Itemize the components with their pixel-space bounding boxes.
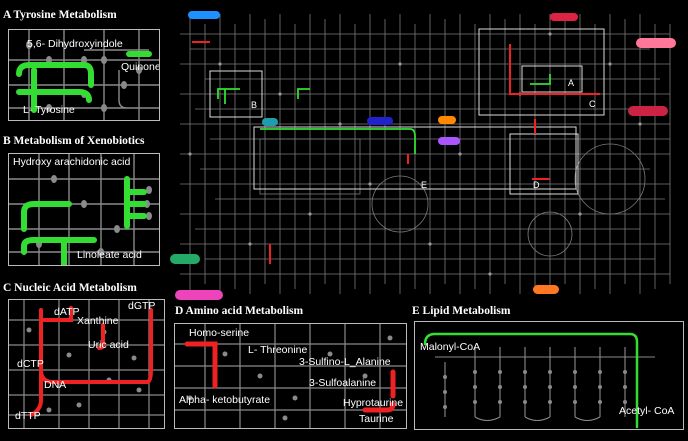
- label-l-tyrosine: L- Tyrosine: [23, 104, 75, 116]
- map-region-d-box: [509, 133, 579, 195]
- metabolic-map-overview: B A C E D: [170, 4, 684, 300]
- panel-a-title: A Tyrosine Metabolism: [3, 9, 117, 21]
- label-datp: dATP: [54, 306, 80, 318]
- map-label-teal: [262, 118, 278, 126]
- panel-a-box: 5,6- Dihydroxyindole Quinone L- Tyrosine: [8, 29, 160, 121]
- label-dctp: dCTP: [17, 358, 44, 370]
- label-hyprotaurine: Hyprotaurine: [343, 397, 404, 409]
- map-label-orange: [438, 116, 456, 124]
- panel-e-title: E Lipid Metabolism: [412, 305, 511, 317]
- label-xanthine: Xanthine: [77, 315, 119, 327]
- map-region-e-box: [253, 126, 577, 190]
- label-hydroxy-arachidonic-acid: Hydroxy arachidonic acid: [13, 156, 131, 168]
- panel-c-box: dATP dGTP Xanthine Uric acid dCTP DNA dT…: [8, 299, 165, 429]
- map-region-b-label: B: [251, 100, 258, 110]
- map-label-blue-top: [188, 11, 220, 19]
- label-acetyl-coa: Acetyl- CoA: [619, 405, 675, 417]
- label-linoleate-acid: Linoleate acid: [77, 249, 142, 261]
- panel-b-title: B Metabolism of Xenobiotics: [3, 135, 145, 147]
- panel-e-diagram: [423, 332, 655, 429]
- panel-d-box: Homo-serine L- Threonine 3-Sulfino-L_Ala…: [174, 323, 407, 429]
- map-region-e-label: E: [421, 180, 428, 190]
- label-3-sulfino-l-alanine: 3-Sulfino-L_Alanine: [299, 356, 391, 368]
- label-dgtp: dGTP: [128, 300, 156, 312]
- panel-c-title: C Nucleic Acid Metabolism: [3, 282, 137, 294]
- label-l-threonine: L- Threonine: [248, 344, 308, 356]
- label-taurine: Taurine: [359, 413, 394, 425]
- map-label-red-top: [550, 13, 578, 21]
- map-label-crimson-right: [628, 106, 668, 116]
- label-dna: DNA: [44, 379, 67, 391]
- map-label-purple: [438, 137, 460, 145]
- map-region-b-box: [209, 70, 263, 118]
- label-quinone: Quinone: [121, 61, 160, 73]
- panel-c-diagram: [9, 300, 164, 428]
- panel-d-title: D Amino acid Metabolism: [175, 305, 304, 317]
- map-label-pink-right: [636, 38, 676, 48]
- panel-b-diagram: [9, 154, 159, 265]
- map-region-a-box: [521, 65, 583, 93]
- label-alpha-ketobutyrate: Alpha- ketobutyrate: [179, 394, 271, 406]
- label-homo-serine: Homo-serine: [189, 327, 250, 339]
- label-3-sulfoalanine: 3-Sulfoalanine: [309, 377, 377, 389]
- panel-b-box: Hydroxy arachidonic acid Linoleate acid: [8, 153, 160, 266]
- panel-a-diagram: [9, 30, 159, 120]
- label-dihydroxyindole: 5,6- Dihydroxyindole: [27, 38, 123, 50]
- label-uric-acid: Uric acid: [88, 339, 129, 351]
- map-label-orange-bottom: [533, 285, 559, 294]
- panel-d-diagram: [175, 324, 406, 428]
- map-label-magenta-bottom: [175, 290, 223, 300]
- map-label-navy: [367, 117, 393, 125]
- metabolic-map-diagram: [180, 14, 671, 294]
- map-label-green-bottom: [170, 254, 200, 264]
- panel-e-box: Malonyl-CoA Acetyl- CoA: [414, 321, 684, 430]
- map-region-c-box: [478, 28, 605, 116]
- map-region-a-label: A: [568, 78, 575, 88]
- label-dttp: dTTP: [15, 410, 41, 422]
- map-region-d-label: D: [533, 180, 540, 190]
- label-malonyl-coa: Malonyl-CoA: [420, 341, 481, 353]
- map-region-c-label: C: [589, 99, 596, 109]
